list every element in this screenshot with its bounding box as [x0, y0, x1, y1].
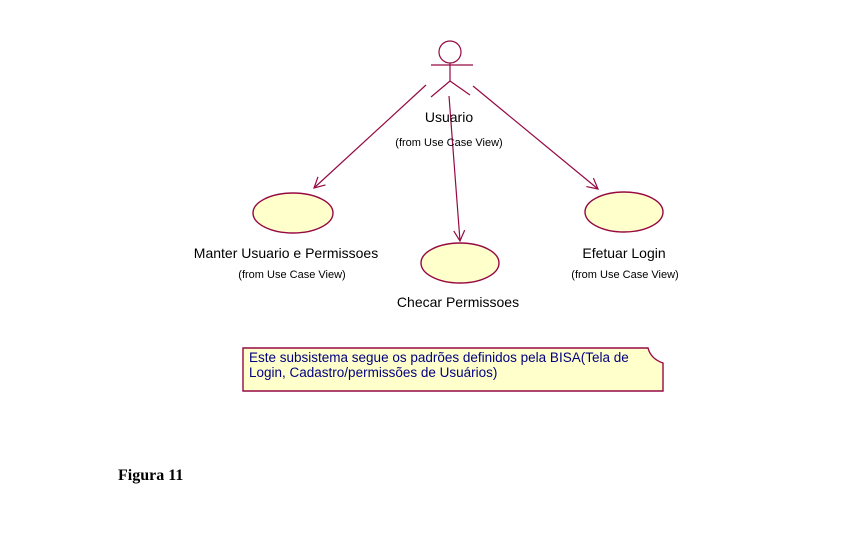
use-case-origin-efetuar: (from Use Case View)	[571, 269, 679, 281]
actor-leg-left	[430, 80, 451, 98]
actor-name-label: Usuario	[424, 109, 474, 125]
association-arrow-manter	[313, 84, 427, 189]
use-case-ellipse-manter	[252, 192, 334, 234]
figure-caption: Figura 11	[118, 467, 184, 484]
note-shape	[242, 347, 664, 392]
note-text: Este subsistema segue os padrões definid…	[249, 350, 629, 380]
actor-origin-label: (from Use Case View)	[395, 137, 503, 149]
use-case-label-efetuar: Efetuar Login	[582, 245, 666, 261]
association-arrow-efetuar	[472, 85, 599, 190]
use-case-label-manter: Manter Usuario e Permissoes	[193, 245, 379, 261]
use-case-ellipse-efetuar	[584, 191, 664, 233]
actor-figure	[430, 40, 473, 98]
use-case-label-checar: Checar Permissoes	[396, 294, 520, 310]
association-arrow-checar	[448, 95, 466, 243]
actor-leg-right	[449, 80, 471, 96]
use-case-ellipse-checar	[420, 242, 500, 284]
use-case-origin-manter: (from Use Case View)	[238, 269, 346, 281]
actor-head	[438, 40, 462, 64]
